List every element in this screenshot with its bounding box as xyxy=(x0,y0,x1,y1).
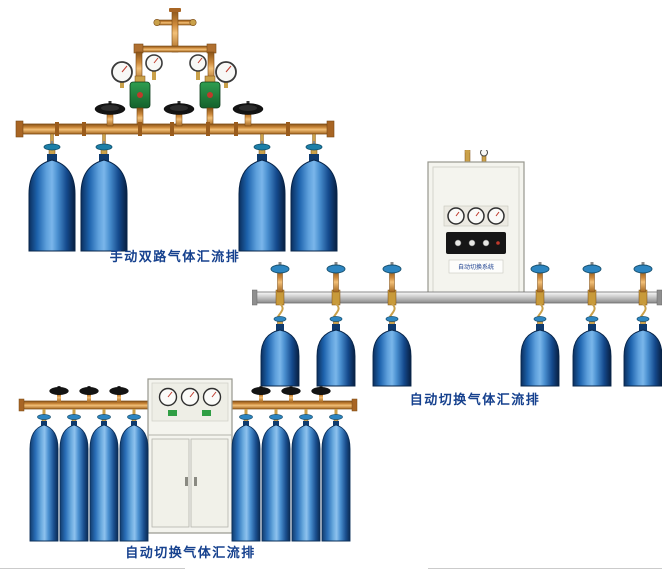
gas-cylinder xyxy=(290,154,338,252)
indicator-light xyxy=(468,239,476,247)
product-caption-auto-switch-floor: 自动切换气体汇流排 xyxy=(125,545,256,560)
gas-cylinder xyxy=(119,421,149,542)
manual-valve-handwheel xyxy=(251,386,271,402)
manual-valve-handwheel xyxy=(79,386,99,402)
gas-cylinder xyxy=(29,421,59,542)
gas-cylinder xyxy=(572,324,612,387)
gas-cylinder xyxy=(238,154,286,252)
auto-switch-floor-illustration xyxy=(18,378,358,542)
cabinet-door xyxy=(151,438,190,528)
cabinet-display-panel xyxy=(446,232,506,254)
table-border-line xyxy=(0,568,185,569)
figure-auto-switch-floor xyxy=(18,377,358,545)
gas-cylinder xyxy=(261,421,291,542)
cabinet-gauges xyxy=(158,387,222,407)
gas-cylinder xyxy=(231,421,261,542)
top-inlet-assembly xyxy=(133,8,217,83)
indicator-label xyxy=(168,410,177,416)
gas-cylinder xyxy=(59,421,89,542)
indicator-light xyxy=(496,241,500,245)
manual-valve-handwheel xyxy=(281,386,301,402)
auto-switch-wall-illustration: 自动切换系统 xyxy=(251,148,662,387)
pressure-regulator-right xyxy=(189,54,237,127)
door-handle xyxy=(185,477,188,486)
manual-valve-handwheel xyxy=(49,386,69,402)
cylinder-valve-connection xyxy=(305,133,323,160)
cabinet-panel-text: 自动切换系统 xyxy=(458,263,494,271)
manual-manifold-illustration xyxy=(15,8,338,252)
bar-valve-station xyxy=(633,262,653,330)
gas-cylinder xyxy=(623,324,662,387)
manifold-pipe xyxy=(15,120,335,138)
bar-valve-station xyxy=(326,262,346,330)
manual-valve-handwheel xyxy=(232,101,264,127)
manual-valve-handwheel xyxy=(109,386,129,402)
figure-manual-dual-manifold xyxy=(10,8,340,253)
gas-cylinder xyxy=(260,324,300,387)
gas-cylinder xyxy=(28,154,76,252)
manual-valve-handwheel xyxy=(94,101,126,127)
control-cabinet: 自动切换系统 xyxy=(427,148,525,299)
gas-cylinder xyxy=(372,324,412,387)
manual-valve-handwheel xyxy=(163,101,195,127)
gas-cylinder xyxy=(321,421,351,542)
table-border-line xyxy=(428,568,662,569)
floor-cabinet xyxy=(147,378,233,534)
gas-cylinder xyxy=(80,154,128,252)
manifold-bar xyxy=(251,289,662,306)
product-caption-auto-switch-wall: 自动切换气体汇流排 xyxy=(409,392,541,407)
pressure-regulator-left xyxy=(111,54,163,127)
door-handle xyxy=(194,477,197,486)
product-caption-manual-dual: 手动双路气体汇流排 xyxy=(109,249,241,264)
gas-cylinder xyxy=(291,421,321,542)
bar-valve-station xyxy=(582,262,602,330)
gas-cylinder xyxy=(89,421,119,542)
gas-cylinder xyxy=(520,324,560,387)
gas-cylinder xyxy=(316,324,356,387)
manual-valve-handwheel xyxy=(311,386,331,402)
pressure-gauge xyxy=(480,148,488,157)
indicator-light xyxy=(454,239,462,247)
cabinet-door xyxy=(190,438,229,528)
indicator-light xyxy=(482,239,490,247)
indicator-label xyxy=(202,410,211,416)
cabinet-gauges xyxy=(447,207,505,225)
figure-auto-switch-wall: 自动切换系统 xyxy=(251,148,662,390)
bar-valve-station xyxy=(530,262,550,330)
